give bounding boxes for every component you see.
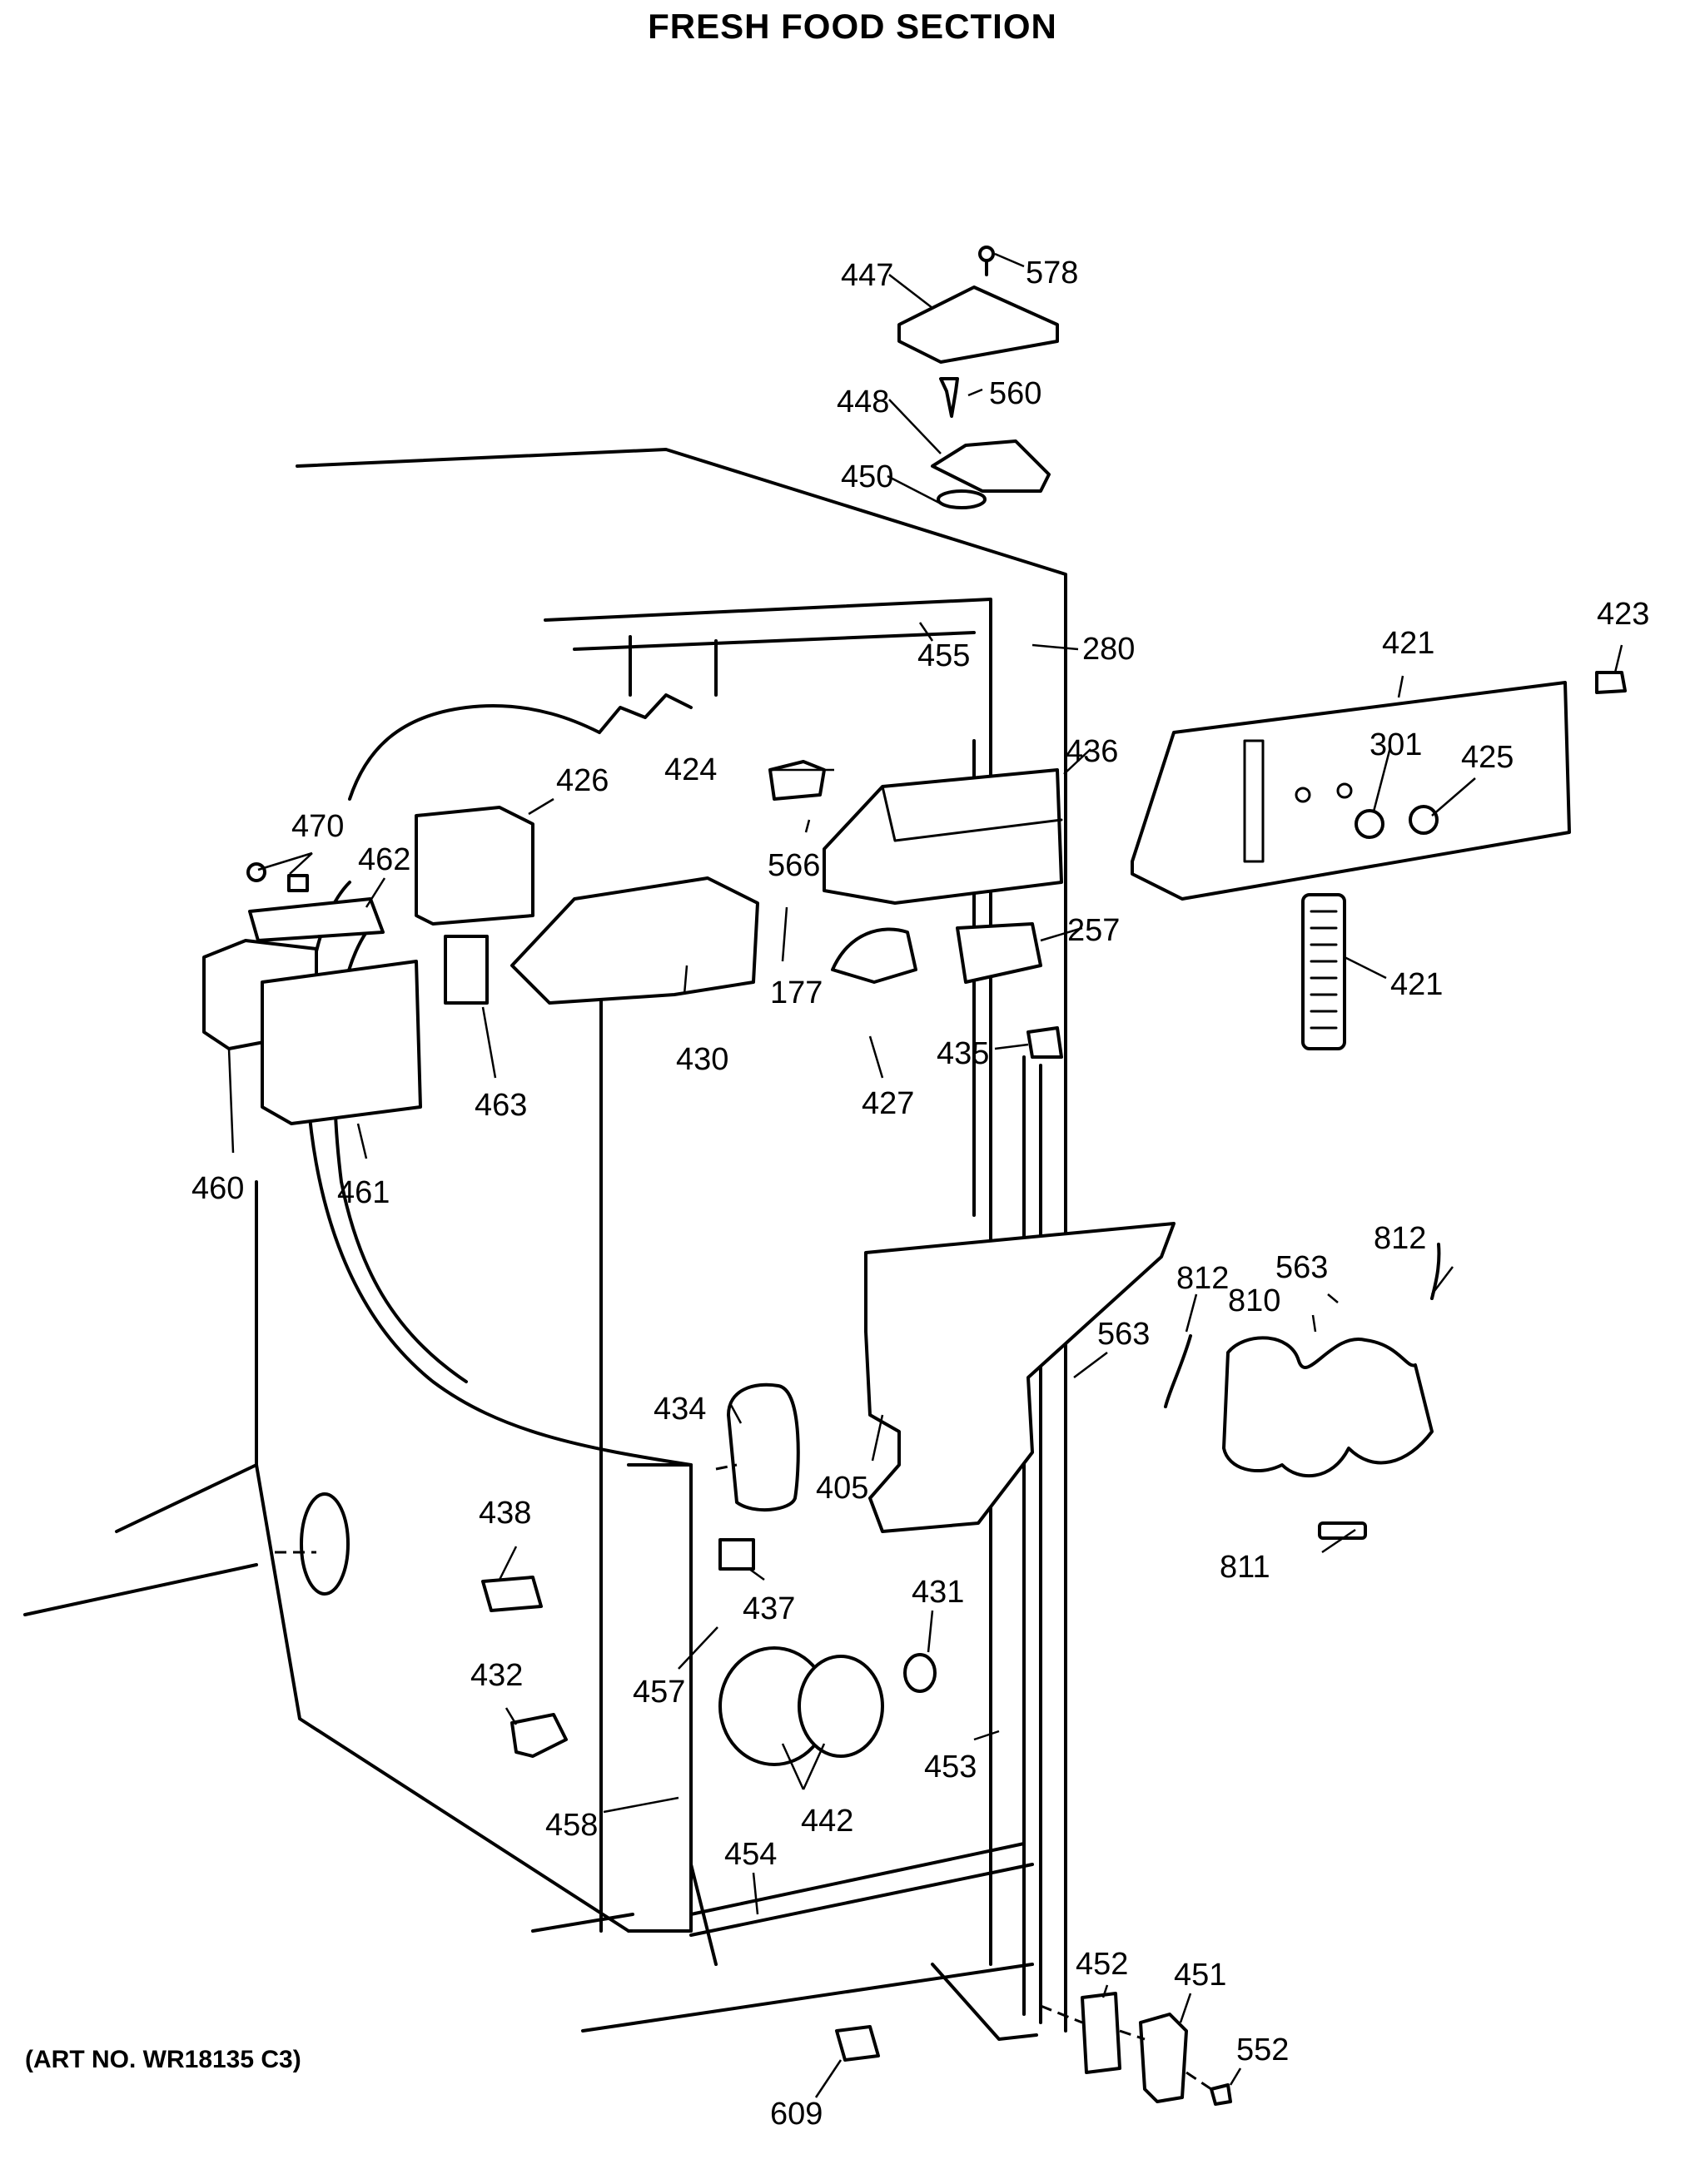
bracket-430 bbox=[510, 876, 759, 1005]
callout-432: 432 bbox=[470, 1658, 523, 1693]
callout-470: 470 bbox=[291, 809, 344, 844]
bracket-462 bbox=[248, 897, 385, 942]
callout-552: 552 bbox=[1236, 2033, 1289, 2067]
callout-462: 462 bbox=[358, 842, 410, 877]
callout-424: 424 bbox=[664, 752, 717, 787]
callout-450: 450 bbox=[841, 459, 893, 494]
callout-301: 301 bbox=[1369, 727, 1422, 762]
callout-448: 448 bbox=[837, 385, 889, 419]
callout-431: 431 bbox=[912, 1575, 964, 1610]
callout-430: 430 bbox=[676, 1042, 728, 1077]
bushing-432 bbox=[510, 1713, 568, 1758]
plug-438 bbox=[481, 1576, 543, 1612]
motor-426 bbox=[415, 806, 534, 926]
thermostat-257 bbox=[956, 922, 1042, 984]
callout-437: 437 bbox=[743, 1591, 795, 1626]
callout-609: 609 bbox=[770, 2097, 823, 2132]
hinge-451 bbox=[1139, 2013, 1188, 2103]
screw-578 bbox=[978, 246, 995, 262]
callout-426: 426 bbox=[556, 763, 609, 798]
screw-560 bbox=[939, 377, 959, 418]
duct-and-heater bbox=[275, 1222, 1441, 2106]
bracket-452 bbox=[1081, 1992, 1121, 2074]
knob-301 bbox=[1355, 809, 1384, 839]
callout-810: 810 bbox=[1228, 1283, 1280, 1318]
callout-423: 423 bbox=[1597, 597, 1649, 632]
shim-450 bbox=[937, 489, 987, 509]
callout-257: 257 bbox=[1067, 913, 1120, 948]
harness-427 bbox=[831, 927, 917, 984]
callout-578: 578 bbox=[1026, 256, 1078, 290]
callout-563-left: 563 bbox=[1097, 1317, 1150, 1352]
housing-461 bbox=[261, 960, 422, 1125]
callout-454: 454 bbox=[724, 1837, 777, 1872]
callout-453: 453 bbox=[924, 1750, 977, 1784]
callout-434: 434 bbox=[654, 1392, 706, 1427]
callout-280: 280 bbox=[1082, 632, 1135, 667]
callout-457: 457 bbox=[633, 1675, 685, 1710]
knob-425 bbox=[1409, 805, 1439, 835]
plug-437 bbox=[718, 1538, 755, 1571]
callout-451: 451 bbox=[1174, 1958, 1226, 1993]
callout-812-left: 812 bbox=[1176, 1261, 1229, 1296]
dispenser-components bbox=[202, 760, 1063, 1125]
housing-436 bbox=[823, 768, 1063, 905]
screw-552 bbox=[1210, 2083, 1232, 2106]
callout-427: 427 bbox=[862, 1086, 914, 1121]
cabinet-outline bbox=[23, 448, 1067, 2041]
callout-563-right: 563 bbox=[1275, 1250, 1328, 1285]
callout-458: 458 bbox=[545, 1808, 598, 1843]
callout-421-top: 421 bbox=[1382, 626, 1434, 661]
callout-435: 435 bbox=[937, 1036, 989, 1071]
callout-442: 442 bbox=[801, 1804, 853, 1839]
art-number: (ART NO. WR18135 C3) bbox=[25, 2046, 301, 2073]
grommet-431 bbox=[903, 1653, 937, 1693]
knob-423 bbox=[1595, 671, 1627, 694]
hinge-cover-447 bbox=[897, 285, 1059, 364]
callout-461: 461 bbox=[337, 1175, 390, 1210]
callout-405: 405 bbox=[816, 1471, 868, 1506]
duct-405 bbox=[864, 1222, 1176, 1533]
callout-455: 455 bbox=[917, 638, 970, 673]
callout-436: 436 bbox=[1066, 734, 1118, 769]
callout-labels: 447 578 448 560 450 455 280 423 421 436 … bbox=[191, 256, 1649, 2132]
callout-447: 447 bbox=[841, 258, 893, 293]
callout-460: 460 bbox=[191, 1171, 244, 1206]
top-hinge-assembly bbox=[897, 246, 1059, 509]
clip-811 bbox=[1318, 1521, 1367, 1540]
callout-560: 560 bbox=[989, 376, 1041, 411]
callout-425: 425 bbox=[1461, 740, 1514, 775]
callout-812-right: 812 bbox=[1374, 1221, 1426, 1256]
switch-424 bbox=[768, 760, 826, 801]
wire-tie-435 bbox=[1026, 1026, 1063, 1059]
control-housing bbox=[823, 671, 1627, 1050]
tube-812a bbox=[1164, 1334, 1192, 1408]
callout-438: 438 bbox=[479, 1496, 531, 1531]
light-opening bbox=[300, 1492, 350, 1596]
grille-434 bbox=[727, 1382, 800, 1512]
callout-421-vent: 421 bbox=[1390, 967, 1443, 1002]
callout-463: 463 bbox=[475, 1088, 527, 1123]
panel-421-vent bbox=[1301, 893, 1346, 1050]
heater-810 bbox=[1222, 1336, 1434, 1477]
diagram-title: FRESH FOOD SECTION bbox=[648, 7, 1057, 46]
plug-470 bbox=[246, 862, 266, 882]
callout-811: 811 bbox=[1220, 1550, 1270, 1585]
leader-lines bbox=[227, 252, 1623, 2098]
callout-452: 452 bbox=[1076, 1947, 1128, 1982]
clip-609 bbox=[835, 2025, 880, 2062]
hinge-448 bbox=[931, 439, 1051, 493]
callout-566: 566 bbox=[768, 848, 820, 883]
clip-463 bbox=[444, 935, 489, 1005]
callout-177: 177 bbox=[770, 975, 823, 1010]
